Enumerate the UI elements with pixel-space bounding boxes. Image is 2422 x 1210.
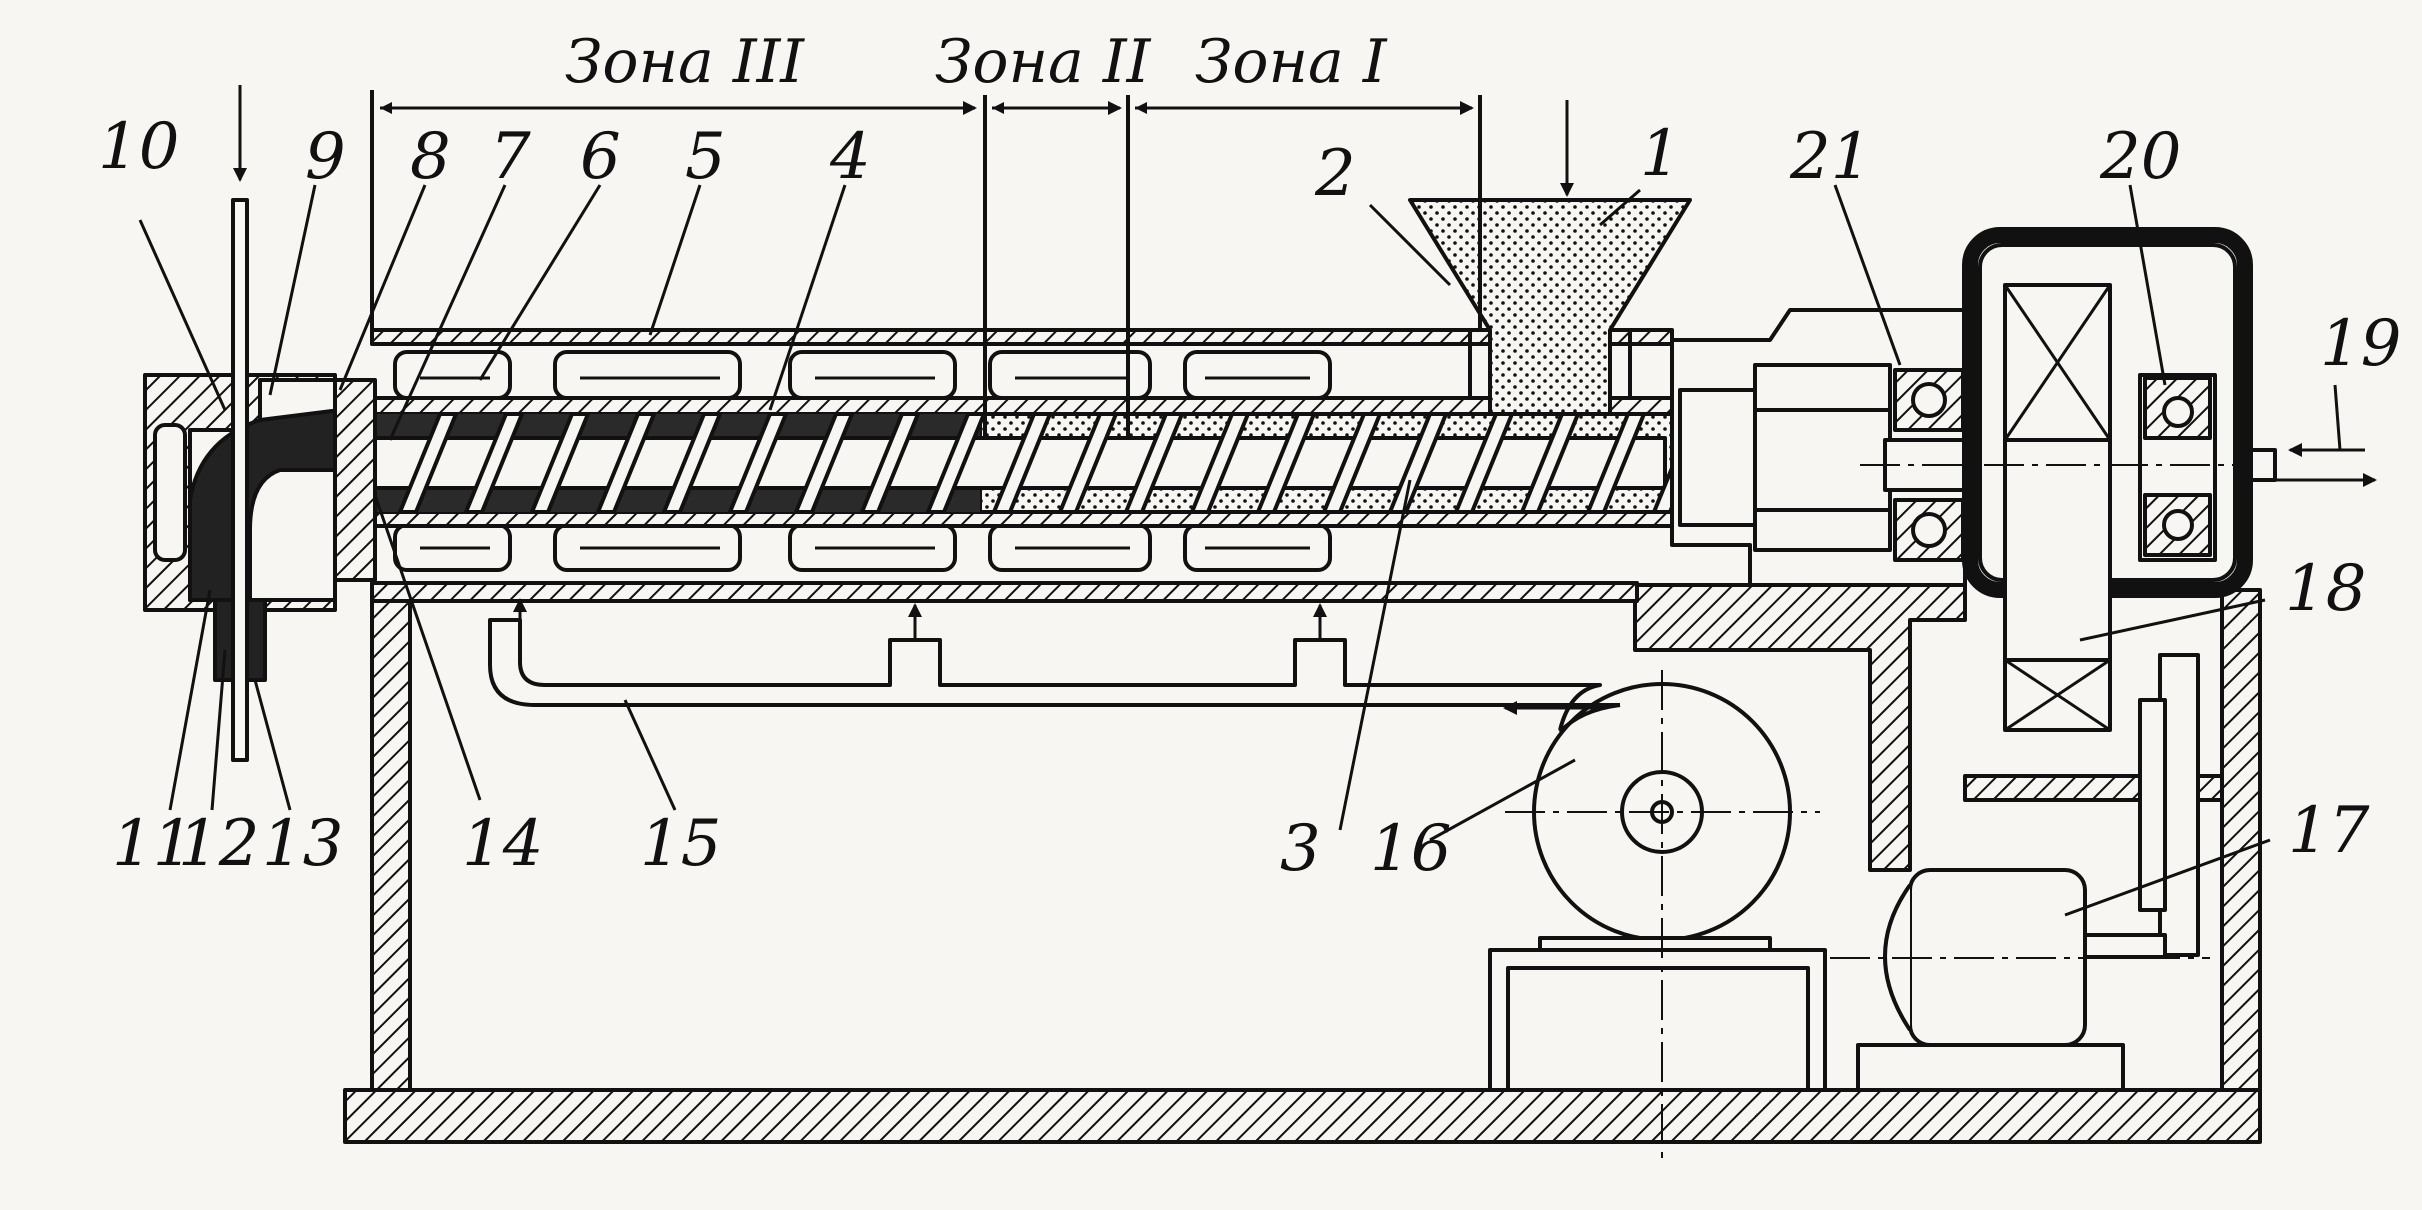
frame-right-wall (2220, 588, 2262, 1092)
screw-flight (1256, 412, 1316, 514)
die-plate (333, 378, 377, 582)
fan-stand-inner (1506, 966, 1810, 1092)
motor-shaft (2083, 933, 2167, 959)
label-21: 21 (1789, 120, 1871, 194)
motor-base (1856, 1043, 2125, 1092)
wire-coat-right (245, 598, 267, 682)
air-duct-outer (1558, 703, 1621, 734)
label-8: 8 (410, 120, 451, 194)
label-16: 16 (1370, 812, 1451, 886)
pulley-cross (2003, 284, 2112, 732)
screw-flight (1586, 412, 1646, 514)
bearing-20 (2138, 373, 2217, 562)
screw-core (328, 436, 1667, 490)
hopper-neck-walls (1468, 330, 1632, 398)
screw-flight (794, 412, 854, 514)
label-5: 5 (685, 120, 726, 194)
label-15: 15 (640, 807, 721, 881)
screw-flight (992, 412, 1052, 514)
motor-pulley-hub (2138, 698, 2167, 912)
cylinder-wall-top (370, 396, 1674, 416)
label-6: 6 (580, 120, 621, 194)
die-head-window (153, 423, 187, 562)
label-9: 9 (305, 120, 346, 194)
screw-flight (398, 412, 458, 514)
label-14: 14 (462, 807, 543, 881)
label-10: 10 (98, 110, 179, 184)
label-19: 19 (2320, 307, 2401, 381)
hopper (1408, 198, 1692, 416)
screw-flight (530, 412, 590, 514)
screw-flight (1322, 412, 1382, 514)
label-20: 20 (2099, 120, 2181, 194)
zone-3-label: Зона III (565, 27, 805, 97)
zone-1-label: Зона I (1195, 27, 1388, 97)
leader-lines (138, 184, 2342, 917)
label-1: 1 (1640, 117, 1681, 191)
thrust-block (1753, 363, 1892, 552)
screw-flight (1388, 412, 1448, 514)
cylinder-wall-bottom (370, 510, 1674, 528)
pulley (2003, 283, 2112, 732)
screw-flight (728, 412, 788, 514)
label-18: 18 (2285, 552, 2366, 626)
label-7: 7 (490, 120, 531, 194)
barrel-top-plate (370, 328, 1674, 346)
label-17: 17 (2288, 794, 2370, 868)
barrel-bottom-plate (370, 581, 1639, 603)
frame-left-leg (370, 593, 412, 1092)
air-duct (488, 618, 1620, 731)
screw-flight (860, 412, 920, 514)
screw-flights (398, 412, 1712, 514)
base-plate (343, 1088, 2262, 1144)
screw-flight (1124, 412, 1184, 514)
label-4: 4 (829, 120, 871, 194)
screw-flight (662, 412, 722, 514)
label-2: 2 (1314, 137, 1356, 211)
motor-body (1908, 868, 2087, 1047)
heaters-top (393, 350, 1332, 400)
screw-flight (1058, 412, 1118, 514)
label-12: 12 (178, 807, 259, 881)
bearings-21 (1893, 368, 1965, 562)
screw-flight (464, 412, 524, 514)
frame-top-right (1633, 583, 1967, 872)
wire (231, 198, 249, 762)
label-11: 11 (112, 807, 193, 881)
coupling-block (1678, 388, 1757, 527)
screw-flight (1190, 412, 1250, 514)
label-13: 13 (262, 807, 343, 881)
label-3: 3 (1280, 812, 1321, 886)
zone-2-label: Зона II (935, 27, 1152, 97)
screw-flight (596, 412, 656, 514)
